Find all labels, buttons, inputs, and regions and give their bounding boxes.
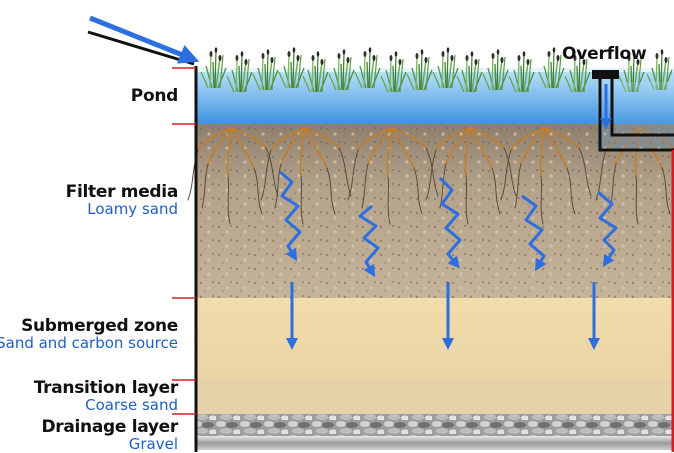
- label-filter-media: Filter media Loamy sand: [65, 182, 179, 218]
- zigzag-arrow-icon: [279, 170, 302, 262]
- label-submerged-zone-sub: Sand and carbon source: [0, 333, 178, 352]
- label-filter-media-sub: Loamy sand: [87, 199, 178, 218]
- label-submerged-zone-title: Submerged zone: [21, 316, 178, 336]
- label-drainage-layer-title: Drainage layer: [41, 417, 178, 437]
- overflow-structure: [592, 70, 674, 152]
- label-transition-layer: Transition layer Coarse sand: [33, 378, 179, 414]
- zigzag-arrow-icon: [597, 190, 618, 267]
- infiltration-arrows: [279, 170, 618, 350]
- layer-boundary-ticks: [172, 67, 196, 415]
- inlet-pipe: [87, 30, 195, 66]
- zigzag-arrow-icon: [438, 176, 462, 269]
- label-drainage-layer-sub: Gravel: [128, 434, 178, 453]
- underdrain-pipe: [196, 436, 674, 450]
- label-transition-layer-title: Transition layer: [33, 378, 179, 398]
- label-submerged-zone: Submerged zone Sand and carbon source: [0, 316, 178, 352]
- inflow-arrow-icon: [89, 15, 200, 64]
- label-overflow: Overflow: [562, 44, 647, 64]
- layer-transition: [196, 380, 674, 414]
- label-drainage-layer: Drainage layer Gravel: [41, 417, 178, 453]
- label-pond: Pond: [130, 86, 179, 106]
- label-pond-title: Pond: [130, 86, 179, 106]
- label-transition-layer-sub: Coarse sand: [85, 395, 178, 414]
- zigzag-arrow-icon: [358, 204, 380, 278]
- layer-drainage-gravel: [196, 414, 674, 438]
- label-filter-media-title: Filter media: [65, 182, 179, 202]
- zigzag-arrow-icon: [521, 194, 547, 272]
- layer-submerged-zone: [196, 298, 674, 380]
